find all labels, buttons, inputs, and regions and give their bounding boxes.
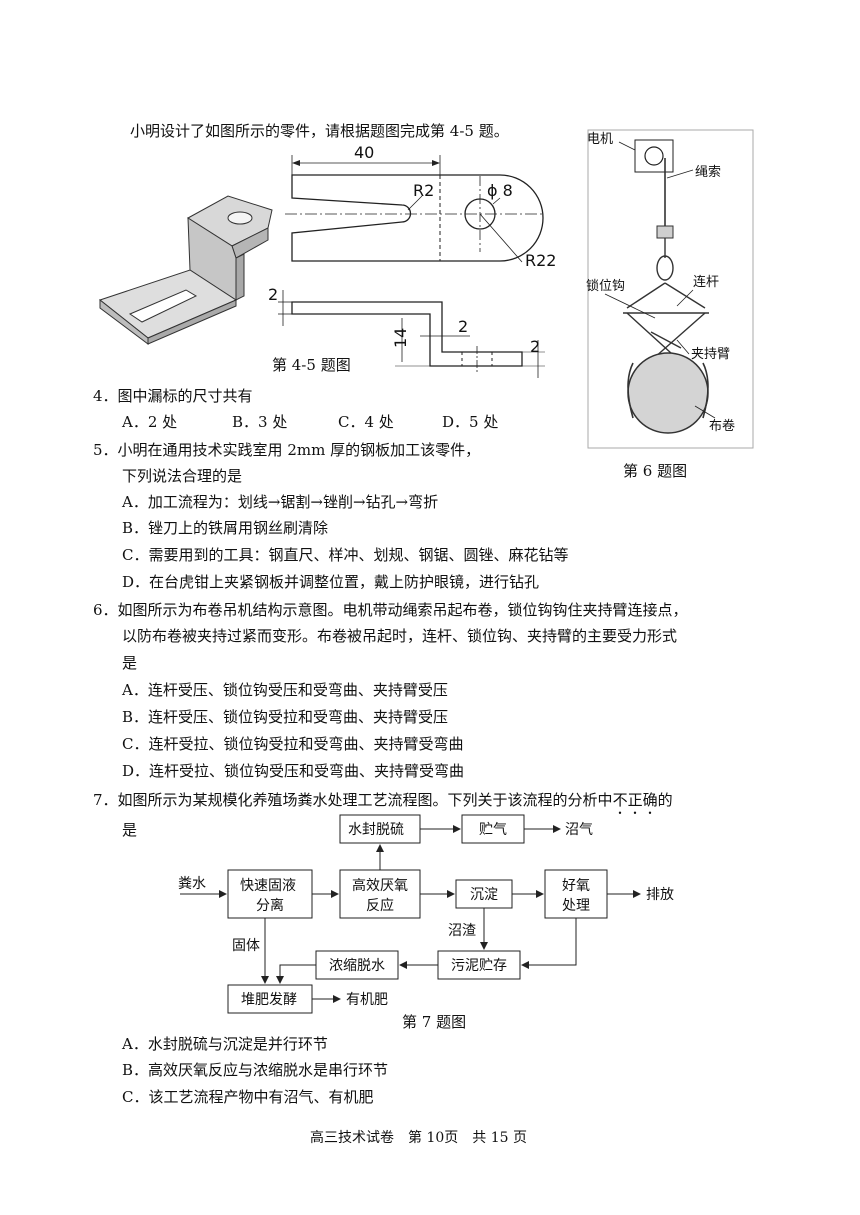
flow-anaerobic-1: 高效厌氧 (352, 877, 408, 894)
label-clamp-arm: 夹持臂 (691, 347, 730, 362)
q6-option-d: D．连杆受拉、锁位钩受压和受弯曲、夹持臂受弯曲 (122, 762, 465, 780)
box-anaerobic (339, 869, 421, 919)
page-footer: 高三技术试卷 第 10页 共 15 页 (310, 1130, 527, 1146)
figure-6: 电机 绳索 锁位钩 连杆 夹持臂 布卷 (586, 129, 754, 449)
flow-biogas: 沼气 (565, 822, 593, 838)
q5-option-b: B．锉刀上的铁屑用钢丝刷清除 (122, 519, 329, 537)
q5-option-a: A．加工流程为：划线→锯割→锉削→钻孔→弯折 (122, 493, 439, 511)
label-link: 连杆 (693, 274, 719, 290)
dim-phi8: ϕ 8 (487, 181, 513, 200)
flow-residue: 沼渣 (448, 923, 476, 939)
flow-solid: 固体 (232, 938, 260, 954)
box-separation (227, 869, 313, 919)
flow-separation-2: 分离 (256, 897, 284, 914)
q7-stem-part3: 的 (657, 791, 673, 809)
q5-stem-line2: 下列说法合理的是 (122, 467, 243, 485)
q5-stem-line1: 5．小明在通用技术实践室用 2mm 厚的钢板加工该零件， (93, 441, 481, 459)
part-top-view (285, 155, 545, 263)
label-motor: 电机 (587, 132, 613, 147)
dim-2-mid: 2 (458, 317, 468, 336)
q6-stem-line3: 是 (122, 654, 138, 672)
q6-option-a: A．连杆受压、锁位钩受压和受弯曲、夹持臂受压 (122, 681, 448, 699)
flow-discharge: 排放 (646, 887, 674, 903)
q7-emphasis: 不正确 (612, 791, 658, 809)
part-3d-view (98, 195, 273, 345)
fig6-caption: 第 6 题图 (623, 462, 688, 480)
box-settle (455, 879, 513, 909)
q7-option-c: C．该工艺流程产物中有沼气、有机肥 (122, 1088, 374, 1106)
motor-box (634, 139, 674, 173)
dim-40: 40 (354, 143, 374, 162)
q4-option-b: B．3 处 (232, 413, 288, 431)
label-cloth-roll: 布卷 (709, 418, 735, 434)
q7-stem-line2: 是 (122, 821, 138, 839)
q4-option-c: C．4 处 (338, 413, 394, 431)
q6-stem-line1: 6．如图所示为布卷吊机结构示意图。电机带动绳索吊起布卷，锁位钩钩住夹持臂连接点， (93, 601, 688, 619)
q7-option-b: B．高效厌氧反应与浓缩脱水是串行环节 (122, 1061, 389, 1079)
flow-aerobic-2: 处理 (562, 898, 590, 914)
dim-2-right: 2 (530, 337, 540, 356)
box-compost (227, 984, 313, 1014)
fig45-caption: 第 4-5 题图 (272, 356, 351, 374)
dim-r2: R2 (413, 181, 434, 200)
q5-option-d: D．在台虎钳上夹紧钢板并调整位置，戴上防护眼镜，进行钻孔 (122, 573, 540, 591)
dim-14: 14 (391, 328, 410, 348)
box-thicken (315, 950, 399, 980)
flow-aerobic-1: 好氧 (562, 878, 590, 894)
dim-r22: R22 (525, 251, 556, 270)
q7-option-a: A．水封脱硫与沉淀是并行环节 (122, 1035, 328, 1053)
box-aerobic (544, 869, 608, 919)
flow-manure-water: 粪水 (178, 876, 206, 892)
q6-option-c: C．连杆受拉、锁位钩受拉和受弯曲、夹持臂受弯曲 (122, 735, 464, 753)
intro-text: 小明设计了如图所示的零件，请根据题图完成第 4-5 题。 (130, 122, 509, 140)
flow-separation-1: 快速固液 (240, 878, 296, 894)
dim-2-top: 2 (268, 285, 278, 304)
figure-7-flowchart: 水封脱硫 贮气 沼气 粪水 快速固液 分离 高效厌氧 反应 沉淀 好氧 处理 排… (178, 814, 674, 1014)
label-lock-hook: 锁位钩 (586, 278, 625, 294)
label-rope: 绳索 (695, 165, 721, 180)
flow-thicken: 浓缩脱水 (329, 958, 385, 974)
q4-option-a: A．2 处 (122, 413, 178, 431)
flow-settle: 沉淀 (470, 887, 498, 903)
part-front-view (278, 290, 545, 378)
flow-store-gas: 贮气 (479, 822, 507, 838)
q6-stem-line2: 以防布卷被夹持过紧而变形。布卷被吊起时，连杆、锁位钩、夹持臂的主要受力形式 (122, 627, 678, 645)
fig7-caption: 第 7 题图 (402, 1013, 467, 1031)
flow-fertilizer: 有机肥 (346, 992, 388, 1008)
q4-stem: 4．图中漏标的尺寸共有 (93, 387, 253, 405)
q5-option-c: C．需要用到的工具：钢直尺、样冲、划规、钢锯、圆锉、麻花钻等 (122, 546, 569, 564)
box-sludge (437, 950, 521, 980)
flow-compost: 堆肥发酵 (241, 992, 297, 1008)
flow-anaerobic-2: 反应 (366, 897, 394, 914)
flow-sludge: 污泥贮存 (451, 958, 507, 974)
q6-option-b: B．连杆受压、锁位钩受拉和受弯曲、夹持臂受压 (122, 708, 449, 726)
q4-option-d: D．5 处 (442, 413, 499, 431)
figure-4-5: 40 R2 ϕ 8 R22 2 14 2 2 (98, 143, 556, 378)
q7-stem-part1: 7．如图所示为某规模化养殖场粪水处理工艺流程图。下列关于该流程的分析中 (93, 791, 613, 809)
q7-stem-line1: 7．如图所示为某规模化养殖场粪水处理工艺流程图。下列关于该流程的分析中不正确的 (93, 790, 673, 818)
flow-water-seal: 水封脱硫 (348, 822, 404, 838)
